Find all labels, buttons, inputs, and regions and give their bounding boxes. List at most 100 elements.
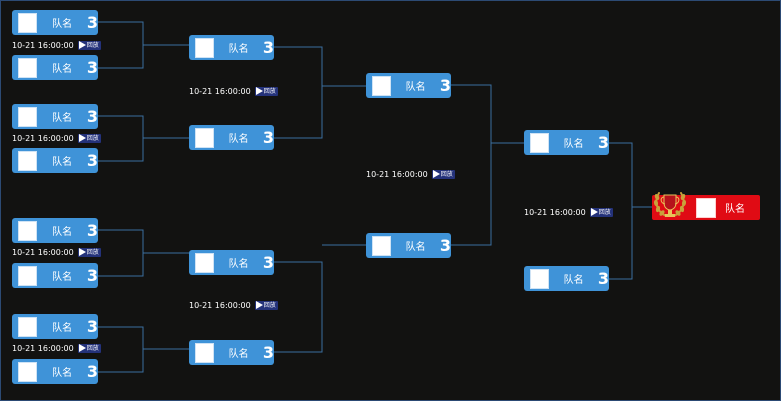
team-logo [372, 75, 391, 96]
match-time-r1-4: 10-21 16:00:00 回放 [12, 342, 101, 354]
trophy-icon [653, 192, 687, 217]
replay-button[interactable]: 回放 [77, 40, 101, 50]
replay-label: 回放 [598, 208, 611, 216]
team-slot-r2-1[interactable]: 队名 3 [189, 35, 274, 60]
match-time-text: 10-21 16:00:00 [366, 169, 428, 179]
team-score: 3 [262, 128, 274, 147]
team-score: 3 [597, 133, 609, 152]
team-slot-r1-7[interactable]: 队名 3 [12, 314, 98, 339]
team-name: 队名 [52, 323, 73, 334]
team-score: 3 [86, 58, 98, 77]
team-score: 3 [262, 38, 274, 57]
team-logo [195, 127, 214, 148]
team-score: 3 [86, 362, 98, 381]
team-logo [530, 268, 549, 289]
replay-label: 回放 [86, 248, 99, 256]
team-slot-r2-3[interactable]: 队名 3 [189, 250, 274, 275]
team-slot-r1-1[interactable]: 队名 3 [12, 10, 98, 35]
replay-button[interactable]: 回放 [77, 343, 101, 353]
team-score: 3 [86, 266, 98, 285]
team-logo [18, 220, 38, 241]
replay-label: 回放 [86, 344, 99, 352]
team-name: 队名 [563, 139, 584, 150]
play-icon [78, 248, 86, 256]
play-icon [255, 301, 263, 309]
team-name: 队名 [52, 64, 73, 75]
replay-label: 回放 [263, 301, 276, 309]
team-name: 队名 [52, 157, 73, 168]
team-name: 队名 [52, 19, 73, 30]
team-slot-r1-3[interactable]: 队名 3 [12, 104, 98, 129]
team-score: 3 [262, 343, 274, 362]
champion-name: 队名 [725, 204, 745, 215]
team-score: 3 [86, 317, 98, 336]
match-time-text: 10-21 16:00:00 [12, 343, 74, 353]
team-score: 3 [439, 236, 451, 255]
team-logo [18, 265, 38, 286]
play-icon [78, 41, 86, 49]
team-name: 队名 [52, 272, 73, 283]
team-score: 3 [86, 221, 98, 240]
match-time-text: 10-21 16:00:00 [524, 207, 586, 217]
team-name: 队名 [405, 242, 426, 253]
replay-button[interactable]: 回放 [431, 169, 455, 179]
replay-button[interactable]: 回放 [77, 133, 101, 143]
match-time-text: 10-21 16:00:00 [12, 40, 74, 50]
team-name: 队名 [405, 82, 426, 93]
match-time-text: 10-21 16:00:00 [189, 86, 251, 96]
match-time-r1-3: 10-21 16:00:00 回放 [12, 246, 101, 258]
team-score: 3 [86, 13, 98, 32]
match-time-r1-2: 10-21 16:00:00 回放 [12, 132, 101, 144]
team-logo [18, 57, 38, 78]
team-logo [195, 252, 214, 273]
team-slot-r1-6[interactable]: 队名 3 [12, 263, 98, 288]
team-logo [372, 235, 391, 256]
team-score: 3 [262, 253, 274, 272]
team-name: 队名 [52, 113, 73, 124]
match-time-r4-1: 10-21 16:00:00 回放 [524, 206, 613, 218]
team-score: 3 [86, 151, 98, 170]
team-slot-r4-2[interactable]: 队名 3 [524, 266, 609, 291]
team-name: 队名 [563, 275, 584, 286]
team-logo [195, 342, 214, 363]
team-name: 队名 [228, 44, 249, 55]
team-slot-r3-1[interactable]: 队名 3 [366, 73, 451, 98]
replay-button[interactable]: 回放 [77, 247, 101, 257]
play-icon [78, 134, 86, 142]
match-time-r1-1: 10-21 16:00:00 回放 [12, 39, 101, 51]
match-time-text: 10-21 16:00:00 [189, 300, 251, 310]
match-time-text: 10-21 16:00:00 [12, 247, 74, 257]
replay-label: 回放 [440, 170, 453, 178]
team-slot-r1-2[interactable]: 队名 3 [12, 55, 98, 80]
team-slot-r1-8[interactable]: 队名 3 [12, 359, 98, 384]
team-score: 3 [597, 269, 609, 288]
team-name: 队名 [52, 227, 73, 238]
team-logo [530, 132, 549, 153]
team-score: 3 [86, 107, 98, 126]
team-slot-r1-4[interactable]: 队名 3 [12, 148, 98, 173]
team-name: 队名 [228, 134, 249, 145]
team-name: 队名 [228, 349, 249, 360]
team-name: 队名 [228, 259, 249, 270]
replay-button[interactable]: 回放 [589, 207, 613, 217]
team-slot-r2-4[interactable]: 队名 3 [189, 340, 274, 365]
match-time-r3-1: 10-21 16:00:00 回放 [366, 168, 455, 180]
team-logo [18, 316, 38, 337]
match-time-text: 10-21 16:00:00 [12, 133, 74, 143]
replay-button[interactable]: 回放 [254, 86, 278, 96]
team-logo [18, 361, 38, 382]
replay-label: 回放 [86, 134, 99, 142]
team-slot-r2-2[interactable]: 队名 3 [189, 125, 274, 150]
team-logo [18, 12, 38, 33]
team-logo [195, 37, 214, 58]
play-icon [255, 87, 263, 95]
team-slot-r4-1[interactable]: 队名 3 [524, 130, 609, 155]
play-icon [432, 170, 440, 178]
champion-logo [696, 197, 716, 218]
replay-label: 回放 [263, 87, 276, 95]
replay-button[interactable]: 回放 [254, 300, 278, 310]
team-score: 3 [439, 76, 451, 95]
team-slot-r1-5[interactable]: 队名 3 [12, 218, 98, 243]
team-slot-r3-2[interactable]: 队名 3 [366, 233, 451, 258]
play-icon [590, 208, 598, 216]
